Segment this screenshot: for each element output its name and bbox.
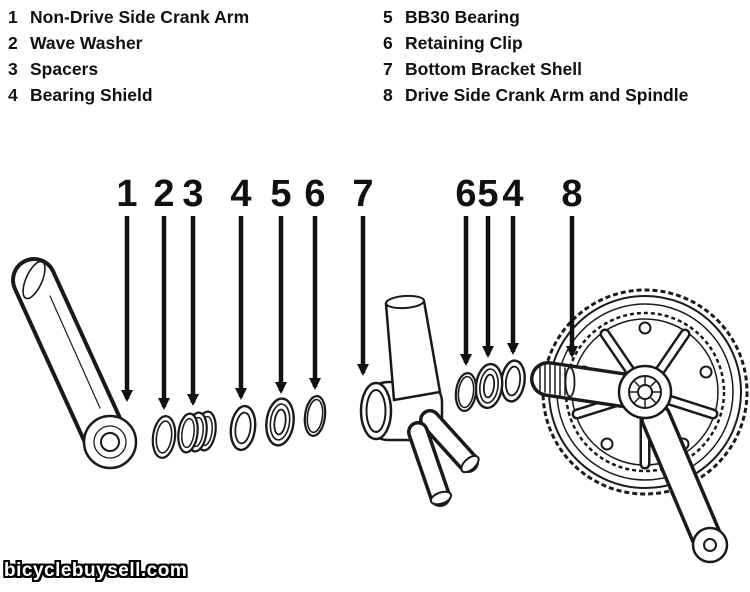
- callout-number-1: 1: [116, 173, 137, 215]
- legend-item-number: 1: [8, 7, 18, 27]
- part-retaining-clip-right: [454, 372, 478, 412]
- callout-number-4: 4: [230, 173, 251, 215]
- legend-item: 7 Bottom Bracket Shell: [383, 59, 688, 80]
- legend-item: 2 Wave Washer: [8, 33, 383, 54]
- legend-item-number: 3: [8, 59, 18, 79]
- callout-number-2: 2: [153, 173, 174, 215]
- legend-item-label: Non-Drive Side Crank Arm: [30, 7, 250, 27]
- callout-number-3: 3: [182, 173, 203, 215]
- callout-number-5: 5: [270, 173, 291, 215]
- drive-crank-arm: [640, 402, 729, 564]
- part-wave-washer: [151, 415, 177, 459]
- shell-opening: [359, 381, 393, 441]
- legend-item: 6 Retaining Clip: [383, 33, 688, 54]
- legend-item-label: Spacers: [30, 59, 99, 79]
- legend-item-label: Bottom Bracket Shell: [405, 59, 582, 79]
- spindle-splines: [539, 363, 566, 396]
- part-non-drive-crank-arm: [11, 257, 138, 470]
- legend-item-label: BB30 Bearing: [405, 7, 520, 27]
- legend-item-number: 8: [383, 85, 393, 105]
- callout-number-7: 7: [352, 173, 373, 215]
- legend-item-number: 4: [8, 85, 18, 105]
- callout-number-6: 6: [304, 173, 325, 215]
- legend-item-label: Bearing Shield: [30, 85, 153, 105]
- part-drive-side-crank-and-spindle: [530, 288, 749, 564]
- legend-item-number: 2: [8, 33, 18, 53]
- watermark: bicyclebuysell.com: [4, 560, 188, 581]
- callout-number-6-right: 6: [455, 173, 476, 215]
- legend-item: 4 Bearing Shield: [8, 85, 383, 106]
- legend-item-number: 7: [383, 59, 393, 79]
- callout-number-8: 8: [561, 173, 582, 215]
- callout-number-4-right: 4: [502, 173, 523, 215]
- legend-item: 1 Non-Drive Side Crank Arm: [8, 7, 383, 28]
- spindle: [530, 361, 640, 408]
- legend-right-column: 5 BB30 Bearing 6 Retaining Clip 7 Bottom…: [383, 7, 688, 106]
- callouts: 1 2 3 4 5 6 7 6 5 4 8: [116, 173, 583, 410]
- legend-item-label: Drive Side Crank Arm and Spindle: [405, 85, 689, 105]
- part-spacers: [177, 410, 217, 454]
- part-bearing-shield-right: [500, 359, 526, 403]
- legend-item: 5 BB30 Bearing: [383, 7, 688, 28]
- parts-legend: 1 Non-Drive Side Crank Arm 2 Wave Washer…: [8, 7, 688, 106]
- seat-tube: [384, 294, 442, 402]
- chain-stays: [407, 409, 480, 507]
- callout-number-5-right: 5: [477, 173, 498, 215]
- part-bb30-bearing-left: [265, 397, 295, 447]
- legend-left-column: 1 Non-Drive Side Crank Arm 2 Wave Washer…: [8, 7, 383, 106]
- legend-item: 8 Drive Side Crank Arm and Spindle: [383, 85, 688, 106]
- part-bottom-bracket-shell: [359, 294, 480, 507]
- part-retaining-clip-left: [303, 395, 327, 437]
- crank-hub: [617, 364, 673, 420]
- legend-item-label: Wave Washer: [30, 33, 143, 53]
- part-bearing-shield-left: [229, 404, 257, 452]
- legend-item-number: 5: [383, 7, 393, 27]
- legend-item: 3 Spacers: [8, 59, 383, 80]
- part-bb30-bearing-right: [474, 362, 504, 410]
- legend-item-label: Retaining Clip: [405, 33, 523, 53]
- legend-item-number: 6: [383, 33, 393, 53]
